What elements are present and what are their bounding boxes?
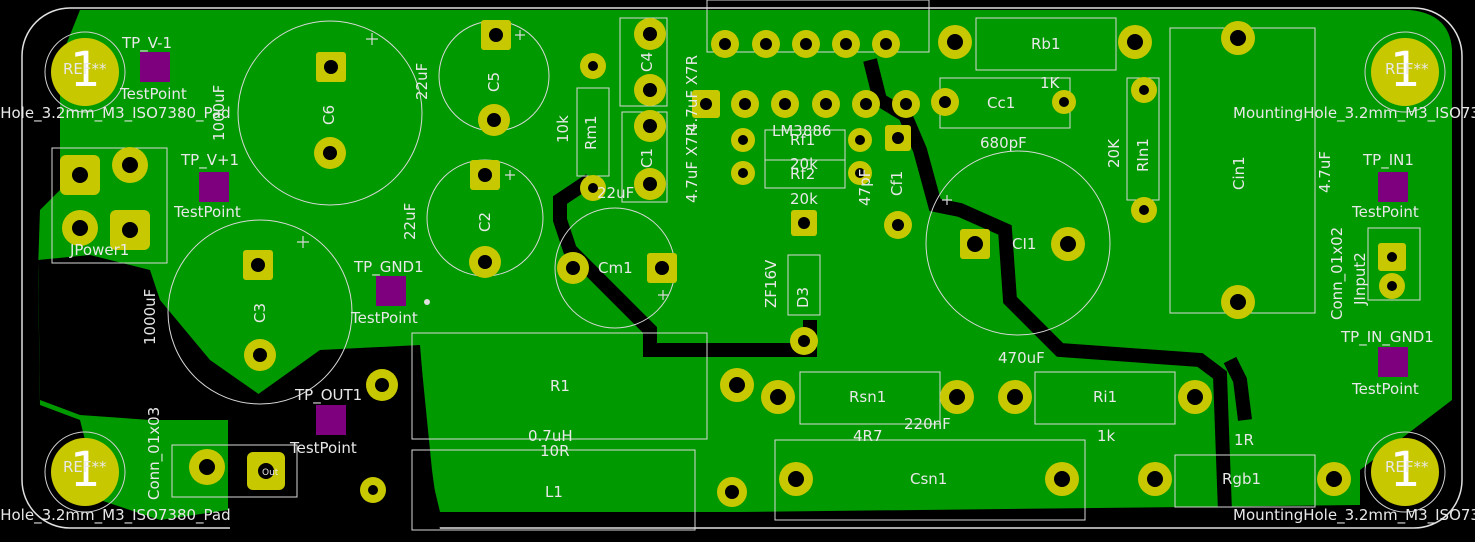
- c2-ref: C2: [476, 211, 494, 232]
- cc1-val: 680pF: [980, 134, 1027, 152]
- mh1-ref: REF**: [63, 60, 107, 78]
- c6-val: 22uF: [413, 62, 431, 100]
- mh3-ref: REF**: [63, 458, 107, 476]
- mh3-name: MountingHole_3.2mm_M3_ISO7380_Pad: [0, 506, 231, 524]
- rgb1-ref: Rgb1: [1222, 470, 1262, 488]
- rm1-val: 10k: [554, 115, 572, 143]
- cf1-val: 47pF: [856, 168, 874, 206]
- cin1-val: 4.7uF: [1316, 151, 1334, 193]
- mh2-ref: REF**: [1385, 60, 1429, 78]
- tp-out-ref: TP_OUT1: [295, 386, 363, 404]
- mh2-number: 1: [1390, 42, 1421, 98]
- mh4-number: 1: [1390, 442, 1421, 498]
- drill-holes: [72, 27, 1397, 499]
- ri1-ref: Ri1: [1093, 388, 1118, 406]
- c4-val: 4.7uF X7R: [683, 55, 701, 132]
- cin1-ref: Cin1: [1230, 156, 1248, 190]
- rin1-val: 20K: [1105, 139, 1123, 168]
- mh4-name: MountingHole_3.2mm_M3_ISO7380_Pad: [1233, 506, 1475, 524]
- tp-v-plus-val: TestPoint: [174, 203, 241, 221]
- cm1-ref: Cm1: [598, 259, 633, 277]
- c4-ref: C4: [638, 51, 656, 72]
- rgb1-val: 1R: [1234, 431, 1254, 449]
- lm3886-ref: LM3886: [772, 122, 832, 140]
- copper-void-left: [38, 255, 260, 420]
- c6-big-val: 1000uF: [210, 84, 228, 141]
- mh1-number: 1: [70, 42, 101, 98]
- tp-v-minus-val: TestPoint: [120, 85, 187, 103]
- d3-ref: D3: [794, 286, 812, 308]
- mounting-hole-outlines: [44, 31, 1446, 513]
- rsn1-val: 4R7: [853, 427, 883, 445]
- rb1-val: 1K: [1040, 74, 1060, 92]
- out-pad-label: Out: [262, 468, 279, 478]
- testpoints: [140, 52, 1408, 435]
- rb1-ref: Rb1: [1031, 35, 1061, 53]
- trace-isolation-3: [1223, 356, 1252, 421]
- tp-gnd-ref: TP_GND1: [354, 258, 424, 276]
- mh4-ref: REF**: [1385, 458, 1429, 476]
- ci1-ref: CI1: [1012, 235, 1037, 253]
- mh2-name: MountingHole_3.2mm_M3_ISO7380_Pad: [1233, 104, 1475, 122]
- c1-ref: C1: [638, 147, 656, 168]
- tp-v-plus-ref: TP_V+1: [181, 151, 240, 169]
- c2-val: 22uF: [401, 202, 419, 240]
- jpower-ref: JPower1: [70, 241, 130, 259]
- tp-in-gnd-ref: TP_IN_GND1: [1341, 328, 1434, 346]
- l1-val: 10R: [540, 442, 570, 460]
- ci1-val: 470uF: [998, 349, 1045, 367]
- cc1-ref: Cc1: [987, 94, 1016, 112]
- c3-val: 1000uF: [141, 288, 159, 345]
- ri1-val: 1k: [1097, 427, 1116, 445]
- c1-val: 4.7uF X7R: [683, 126, 701, 203]
- d3-val: ZF16V: [762, 259, 780, 308]
- rf2-val: 20k: [790, 190, 818, 208]
- copper-pour: [38, 10, 1452, 520]
- rm1-ref: Rm1: [582, 115, 600, 150]
- rf2-ref: Rf2: [790, 165, 816, 183]
- conn-01x02-label: Conn_01x02: [1328, 226, 1346, 320]
- rf1-ref: Rf1: [790, 131, 816, 149]
- csn1-val: 220nF: [904, 415, 951, 433]
- mh3-number: 1: [70, 442, 101, 498]
- tp-out-val: TestPoint: [290, 439, 357, 457]
- csn1-ref: Csn1: [910, 470, 948, 488]
- r1-val: 0.7uH: [528, 427, 573, 445]
- tp-gnd-val: TestPoint: [351, 309, 418, 327]
- tp-in-ref: TP_IN1: [1363, 151, 1414, 169]
- conn-01x03-label: Conn_01x03: [145, 406, 163, 500]
- cm1-val: 22uF: [597, 184, 635, 202]
- board-outline: [21, 7, 1463, 529]
- l1-ref: L1: [545, 483, 563, 501]
- tp-in-val: TestPoint: [1352, 203, 1419, 221]
- tp-in-gnd-val: TestPoint: [1352, 380, 1419, 398]
- mounting-hole-pads: [51, 38, 1439, 506]
- polarity-marks: [297, 30, 952, 300]
- jinput-ref: JInput2: [1351, 252, 1369, 305]
- cf1-ref: Cf1: [888, 170, 906, 196]
- c3-ref: C3: [251, 302, 269, 323]
- c5-ref: C5: [485, 71, 503, 92]
- trace-isolation-1: [553, 174, 817, 357]
- rf1-val: 20k: [790, 155, 818, 173]
- rin1-ref: RIn1: [1134, 138, 1152, 172]
- origin-dot: [424, 299, 430, 305]
- rsn1-ref: Rsn1: [849, 388, 887, 406]
- tp-v-minus-ref: TP_V-1: [122, 34, 173, 52]
- r1-ref: R1: [550, 377, 570, 395]
- c6-ref: C6: [320, 104, 338, 125]
- mh1-name: MountingHole_3.2mm_M3_ISO7380_Pad: [0, 104, 231, 122]
